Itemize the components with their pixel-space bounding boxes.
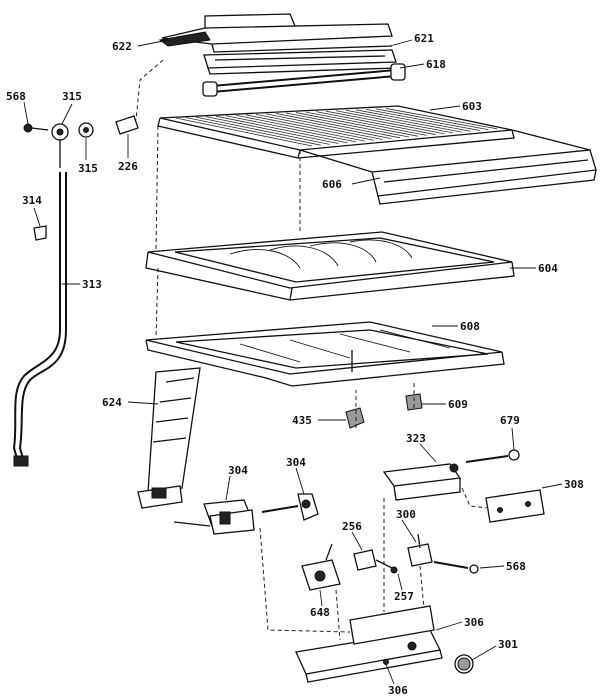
shelf-rib <box>355 109 471 132</box>
callout-435: 435 <box>292 414 312 427</box>
part-308-bracket <box>485 489 545 523</box>
part-304-knob <box>261 493 319 521</box>
shelf-rib <box>225 115 357 143</box>
shelf-rib <box>275 113 401 139</box>
callout-568: 568 <box>506 560 526 573</box>
callout-621: 621 <box>414 32 434 45</box>
part-304-housing <box>173 499 255 535</box>
shelf-rib <box>195 116 330 145</box>
part-300-switch <box>407 533 433 567</box>
part-568-screw <box>433 561 479 574</box>
part-679-screw <box>465 449 520 463</box>
shelf-rib <box>335 110 454 134</box>
part-301-knob <box>454 654 474 674</box>
callout-315: 315 <box>62 90 82 103</box>
callout-609: 609 <box>448 398 468 411</box>
callout-648: 648 <box>310 606 330 619</box>
shelf-rib <box>215 115 348 144</box>
part-648-thermostat <box>301 543 341 591</box>
part-621-bracket <box>203 49 397 75</box>
callout-314: 314 <box>22 194 42 207</box>
part-608-lower-tray <box>145 321 505 387</box>
callout-304: 304 <box>286 456 306 469</box>
part-604-tray <box>145 231 515 301</box>
callout-679: 679 <box>500 414 520 427</box>
part-606-front-rail <box>299 129 597 205</box>
leader-lines <box>23 39 563 685</box>
callout-304: 304 <box>228 464 248 477</box>
callout-306: 306 <box>388 684 408 697</box>
part-624-duct <box>137 367 201 509</box>
callout-300: 300 <box>396 508 416 521</box>
part-609-clip <box>405 393 423 411</box>
callout-256: 256 <box>342 520 362 533</box>
callout-301: 301 <box>498 638 518 651</box>
shelf-rib <box>235 114 365 142</box>
callout-257: 257 <box>394 590 414 603</box>
callout-603: 603 <box>462 100 482 113</box>
shelf-rib <box>285 112 410 138</box>
part-306-base <box>295 605 443 683</box>
callout-308: 308 <box>564 478 584 491</box>
shelf-rib <box>185 117 321 146</box>
shelf-rib <box>385 108 498 130</box>
callout-608: 608 <box>460 320 480 333</box>
tube-assembly <box>12 115 139 467</box>
part-256-switch <box>353 549 398 574</box>
callout-618: 618 <box>426 58 446 71</box>
part-323-bracket <box>382 463 462 501</box>
shelf-rib <box>315 111 436 135</box>
shelf-rib <box>295 112 418 137</box>
callout-606: 606 <box>322 178 342 191</box>
shelf-rib <box>365 108 480 131</box>
part-618-rod <box>202 63 406 97</box>
shelf-rib <box>205 116 339 144</box>
callout-306: 306 <box>464 616 484 629</box>
callout-624: 624 <box>102 396 122 409</box>
shelf-rib <box>345 109 462 133</box>
shelf-rib <box>375 108 489 131</box>
part-622-top-cover <box>158 13 393 53</box>
shelf-rib <box>305 111 427 136</box>
shelf-rib <box>325 110 445 135</box>
callout-315: 315 <box>78 162 98 175</box>
callout-labels: 622 621 618 568 315 315 226 603 606 314 … <box>6 32 584 697</box>
part-435-clip <box>345 407 365 429</box>
callout-568: 568 <box>6 90 26 103</box>
shelf-rib <box>255 113 383 140</box>
callout-323: 323 <box>406 432 426 445</box>
callout-604: 604 <box>538 262 558 275</box>
assembly-lines <box>135 59 489 641</box>
shelf-rib <box>245 114 374 141</box>
shelf-rib <box>175 117 313 147</box>
callout-622: 622 <box>112 40 132 53</box>
part-603-shelf <box>157 105 515 159</box>
shelf-rib <box>265 113 392 140</box>
callout-313: 313 <box>82 278 102 291</box>
callout-226: 226 <box>118 160 138 173</box>
